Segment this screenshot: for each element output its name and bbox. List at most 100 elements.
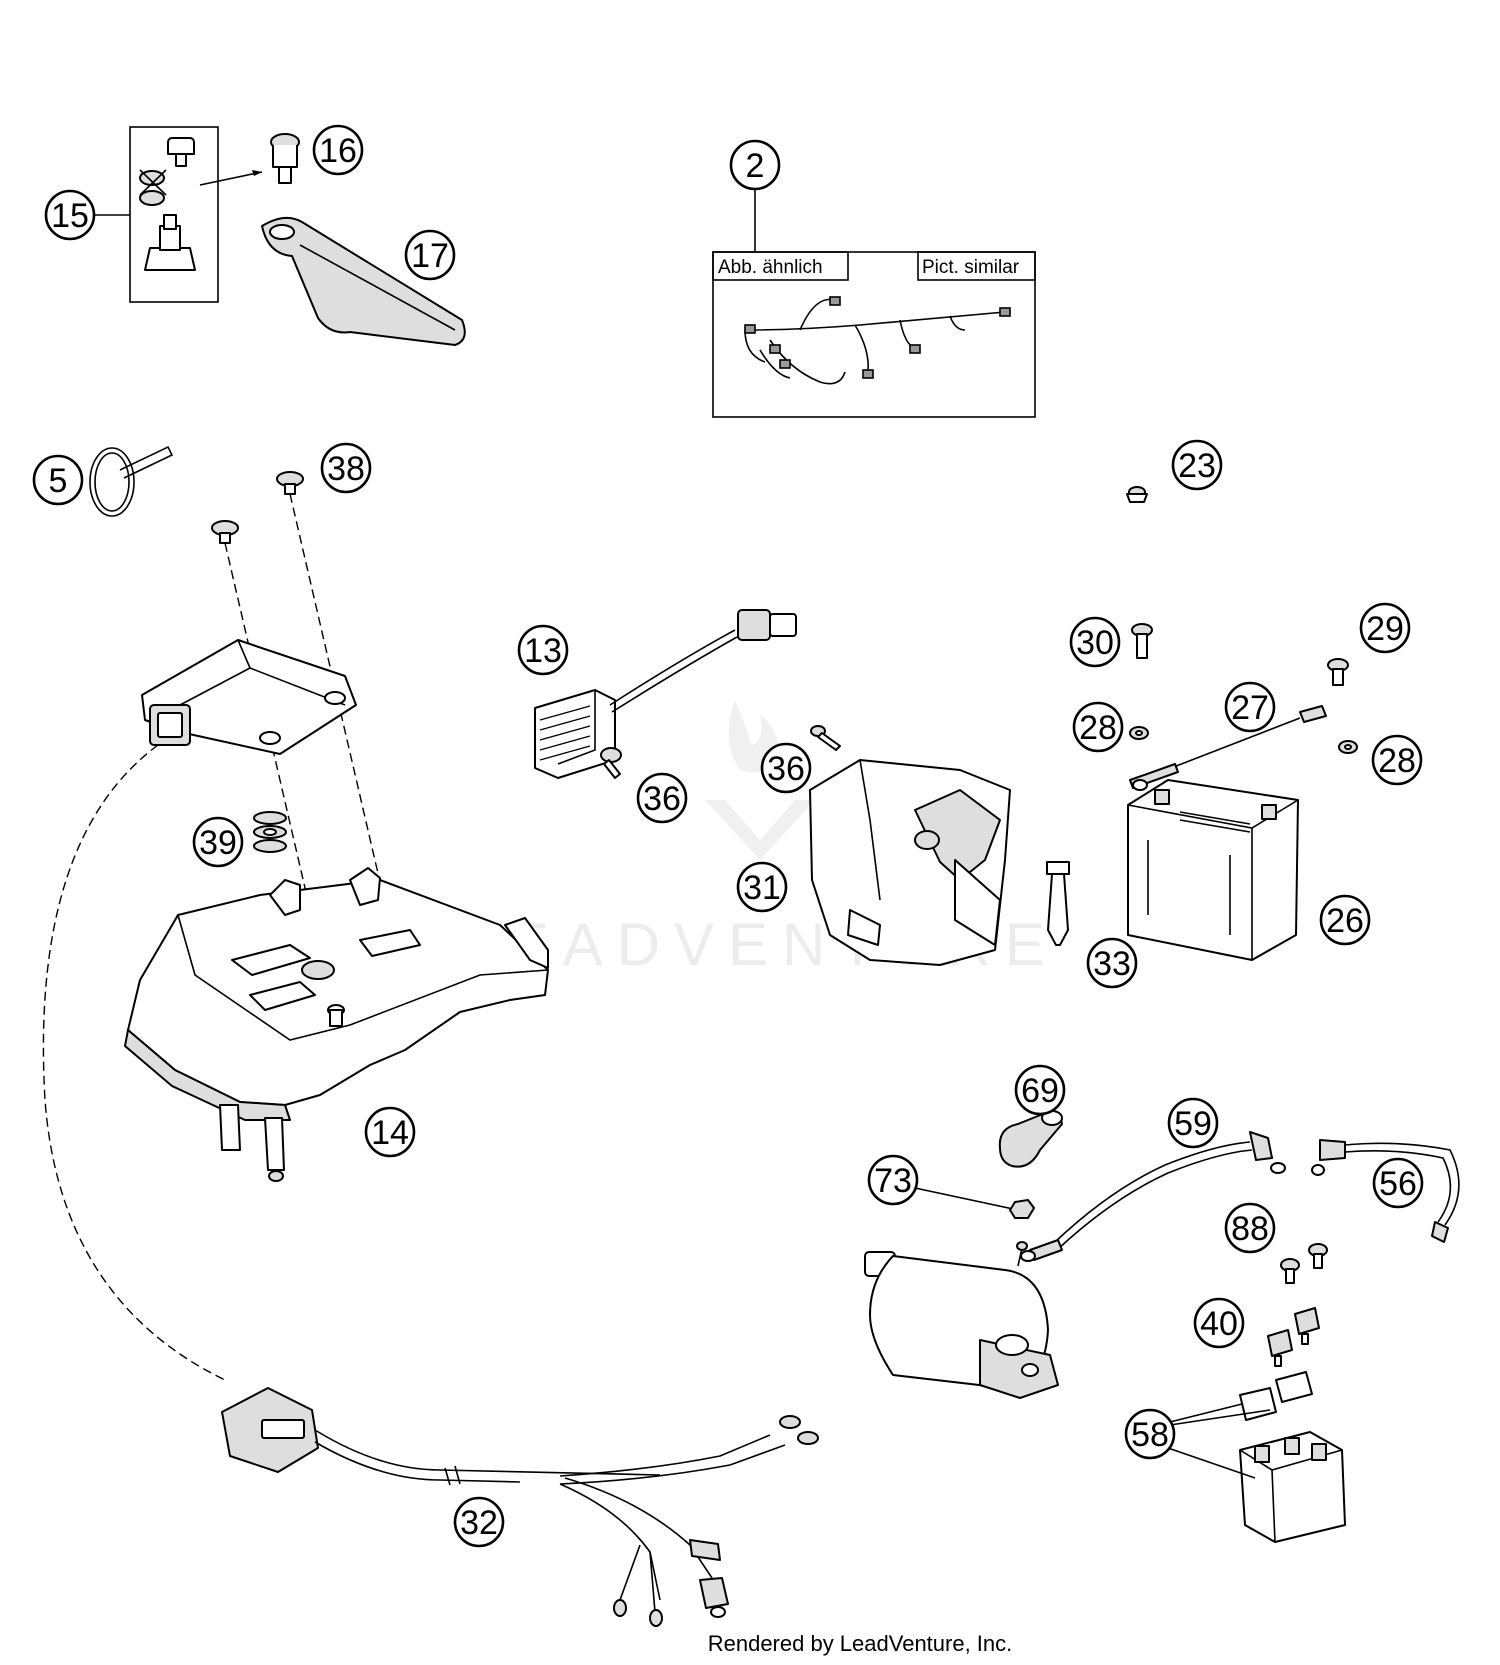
part-5-cable-tie — [89, 445, 174, 517]
callout-number: 38 — [327, 450, 365, 488]
callout-number: 69 — [1021, 1072, 1059, 1110]
callout-number: 59 — [1174, 1105, 1212, 1143]
callout-56: 56 — [1372, 1157, 1424, 1209]
callout-33: 33 — [1086, 937, 1138, 989]
part-33-fuse — [1046, 861, 1070, 946]
callout-58: 58 — [1124, 1408, 1176, 1460]
callout-number: 27 — [1231, 689, 1269, 727]
callout-circle — [1167, 1097, 1219, 1149]
ecu-harness-dashed-link — [42, 744, 226, 1381]
part-14-electronics-tray — [124, 867, 549, 1182]
callout-circle — [1371, 734, 1423, 786]
callout-15: 15 — [44, 189, 96, 241]
callout-number: 28 — [1378, 742, 1416, 780]
part-88-screws — [1280, 1243, 1328, 1284]
callout-5: 5 — [32, 454, 84, 506]
callout-number: 36 — [767, 750, 805, 788]
callout-number: 58 — [1131, 1416, 1169, 1454]
callout-38: 38 — [320, 442, 372, 494]
callout-26: 26 — [1319, 894, 1371, 946]
callout-23: 23 — [1171, 439, 1223, 491]
part-16-grommet — [270, 133, 300, 184]
callout-28: 28 — [1371, 734, 1423, 786]
callout-circle — [404, 229, 456, 281]
part-39-bushing — [253, 811, 287, 853]
callouts: 2 5 13 14 15 16 17 23 26 27 28 28 29 30 31 32 33 36 36 38 39… — [32, 124, 1424, 1548]
part-36-screws — [600, 725, 841, 779]
callout-30: 30 — [1069, 616, 1121, 668]
callout-39: 39 — [192, 816, 244, 868]
part-30-bolt — [1131, 623, 1153, 659]
part-26-battery — [1127, 779, 1299, 961]
callout-number: 28 — [1079, 709, 1117, 747]
footer-credit: Rendered by LeadVenture, Inc. — [708, 1631, 1013, 1656]
callout-circle — [517, 624, 569, 676]
part-58-starter-relay — [1167, 1371, 1346, 1543]
callout-number: 13 — [524, 632, 562, 670]
callout-circle — [1372, 1157, 1424, 1209]
part-40-fuses — [1267, 1307, 1320, 1367]
callout-circle — [192, 816, 244, 868]
part-73-nut — [914, 1187, 1035, 1219]
callout-88: 88 — [1224, 1202, 1276, 1254]
callout-number: 14 — [371, 1114, 409, 1152]
callout-circle — [1319, 894, 1371, 946]
callout-number: 5 — [49, 462, 68, 500]
callout-number: 26 — [1326, 902, 1364, 940]
callout-circle — [736, 861, 788, 913]
callout-number: 31 — [743, 869, 781, 907]
harness-label-en: Pict. similar — [922, 257, 1020, 278]
callout-69: 69 — [1014, 1064, 1066, 1116]
part-23-clip — [1126, 486, 1148, 503]
callout-circle — [867, 1154, 919, 1206]
callout-circle — [1171, 439, 1223, 491]
callout-circle — [312, 124, 364, 176]
part-15-switch-kit — [90, 126, 263, 303]
callout-31: 31 — [736, 861, 788, 913]
callout-32: 32 — [453, 1496, 505, 1548]
callout-circle — [636, 772, 688, 824]
callout-73: 73 — [867, 1154, 919, 1206]
callout-number: 33 — [1093, 945, 1131, 983]
callout-number: 36 — [643, 780, 681, 818]
callout-number: 16 — [319, 132, 357, 170]
callout-circle — [1224, 681, 1276, 733]
callout-circle — [729, 139, 781, 191]
part-2-wiring-harness: Abb. ähnlich Pict. similar — [712, 189, 1036, 418]
callout-circle — [1014, 1064, 1066, 1116]
part-56-ground-cable — [1311, 1139, 1460, 1243]
callout-circle — [453, 1496, 505, 1548]
callout-14: 14 — [364, 1106, 416, 1158]
part-28-washers — [1129, 726, 1358, 754]
part-31-battery-holder — [809, 759, 1011, 966]
callout-number: 56 — [1379, 1165, 1417, 1203]
callout-circle — [44, 189, 96, 241]
callout-circle — [32, 454, 84, 506]
callout-13: 13 — [517, 624, 569, 676]
part-69-cap — [998, 1110, 1063, 1168]
callout-number: 32 — [460, 1504, 498, 1542]
harness-label-de: Abb. ähnlich — [718, 257, 823, 278]
callout-59: 59 — [1167, 1097, 1219, 1149]
part-17-bracket — [261, 216, 466, 346]
callout-number: 30 — [1076, 624, 1114, 662]
callout-number: 23 — [1178, 447, 1216, 485]
callout-circle — [760, 742, 812, 794]
callout-number: 2 — [746, 147, 765, 185]
callout-27: 27 — [1224, 681, 1276, 733]
callout-29: 29 — [1359, 602, 1411, 654]
callout-36: 36 — [760, 742, 812, 794]
part-29-bolt — [1327, 658, 1349, 686]
callout-circle — [1193, 1297, 1245, 1349]
starter-motor — [864, 1241, 1059, 1399]
callout-circle — [1124, 1408, 1176, 1460]
callout-circle — [364, 1106, 416, 1158]
callout-number: 39 — [199, 824, 237, 862]
callout-36: 36 — [636, 772, 688, 824]
ecu-control-unit — [141, 639, 357, 755]
callout-17: 17 — [404, 229, 456, 281]
callout-2: 2 — [729, 139, 781, 191]
callout-number: 17 — [411, 237, 449, 275]
callout-number: 73 — [874, 1162, 912, 1200]
